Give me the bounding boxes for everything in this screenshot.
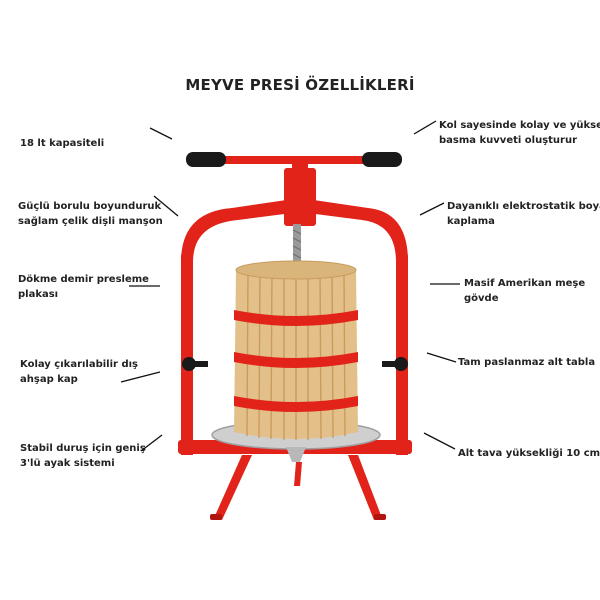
basket-bands xyxy=(234,310,358,412)
leader-line-yoke xyxy=(153,195,179,217)
leader-line-coating xyxy=(419,202,445,216)
tripod-legs xyxy=(210,455,386,520)
feature-label-oak-body: Masif Amerikan meşe gövde xyxy=(464,278,586,304)
screw-housing xyxy=(284,168,316,226)
basket-top xyxy=(235,260,357,280)
lever-handle xyxy=(186,152,402,167)
leader-line-capacity xyxy=(149,127,173,140)
feature-label-coating: Dayanıklı elektrostatik boya kaplama xyxy=(447,201,600,227)
frame-upright-right xyxy=(396,255,408,455)
leader-line-lever-handle xyxy=(413,120,437,135)
handle-grip-right xyxy=(362,152,402,167)
feature-label-capacity: 18 lt kapasiteli xyxy=(20,138,105,149)
feature-label-pressing-plate: Dökme demir presleme plakası xyxy=(18,274,149,300)
feature-label-yoke: Güçlü borulu boyunduruk sağlam çelik diş… xyxy=(18,201,163,227)
tray-spout xyxy=(286,447,306,462)
feature-label-wooden-basket: Kolay çıkarılabilir dış ahşap kap xyxy=(20,359,138,385)
basket-band-middle xyxy=(234,352,358,368)
knob-right-stem xyxy=(382,361,398,367)
knob-left xyxy=(182,357,196,371)
knob-right xyxy=(394,357,408,371)
wooden-basket xyxy=(234,260,358,440)
foot-right xyxy=(374,514,386,520)
page-title: MEYVE PRESİ ÖZELLİKLERİ xyxy=(185,76,415,94)
frame-upright-left xyxy=(181,255,193,455)
basket-band-top xyxy=(234,310,358,326)
feature-label-lever-handle: Kol sayesinde kolay ve yüksek basma kuvv… xyxy=(439,120,600,146)
handle-bar xyxy=(222,156,378,164)
knob-left-stem xyxy=(192,361,208,367)
threaded-screw xyxy=(293,224,301,284)
foot-left xyxy=(210,514,222,520)
leader-line-tripod-legs xyxy=(140,434,163,452)
leader-lines xyxy=(120,120,460,452)
feature-label-tripod-legs: Stabil duruş için geniş 3'lü ayak sistem… xyxy=(20,443,146,469)
leg-left xyxy=(214,455,252,520)
leader-line-tray-height xyxy=(423,432,456,450)
handle-grip-left xyxy=(186,152,226,167)
leader-line-wooden-basket xyxy=(120,371,161,383)
leader-line-base-tray xyxy=(426,352,457,363)
leg-center xyxy=(294,462,302,486)
feature-label-base-tray: Tam paslanmaz alt tabla xyxy=(458,357,596,368)
frame-arch xyxy=(181,198,408,262)
clamp-knobs xyxy=(182,357,408,371)
leg-right xyxy=(348,455,382,520)
basket-band-bottom xyxy=(234,396,358,412)
feature-label-tray-height: Alt tava yüksekliği 10 cm xyxy=(458,448,600,459)
